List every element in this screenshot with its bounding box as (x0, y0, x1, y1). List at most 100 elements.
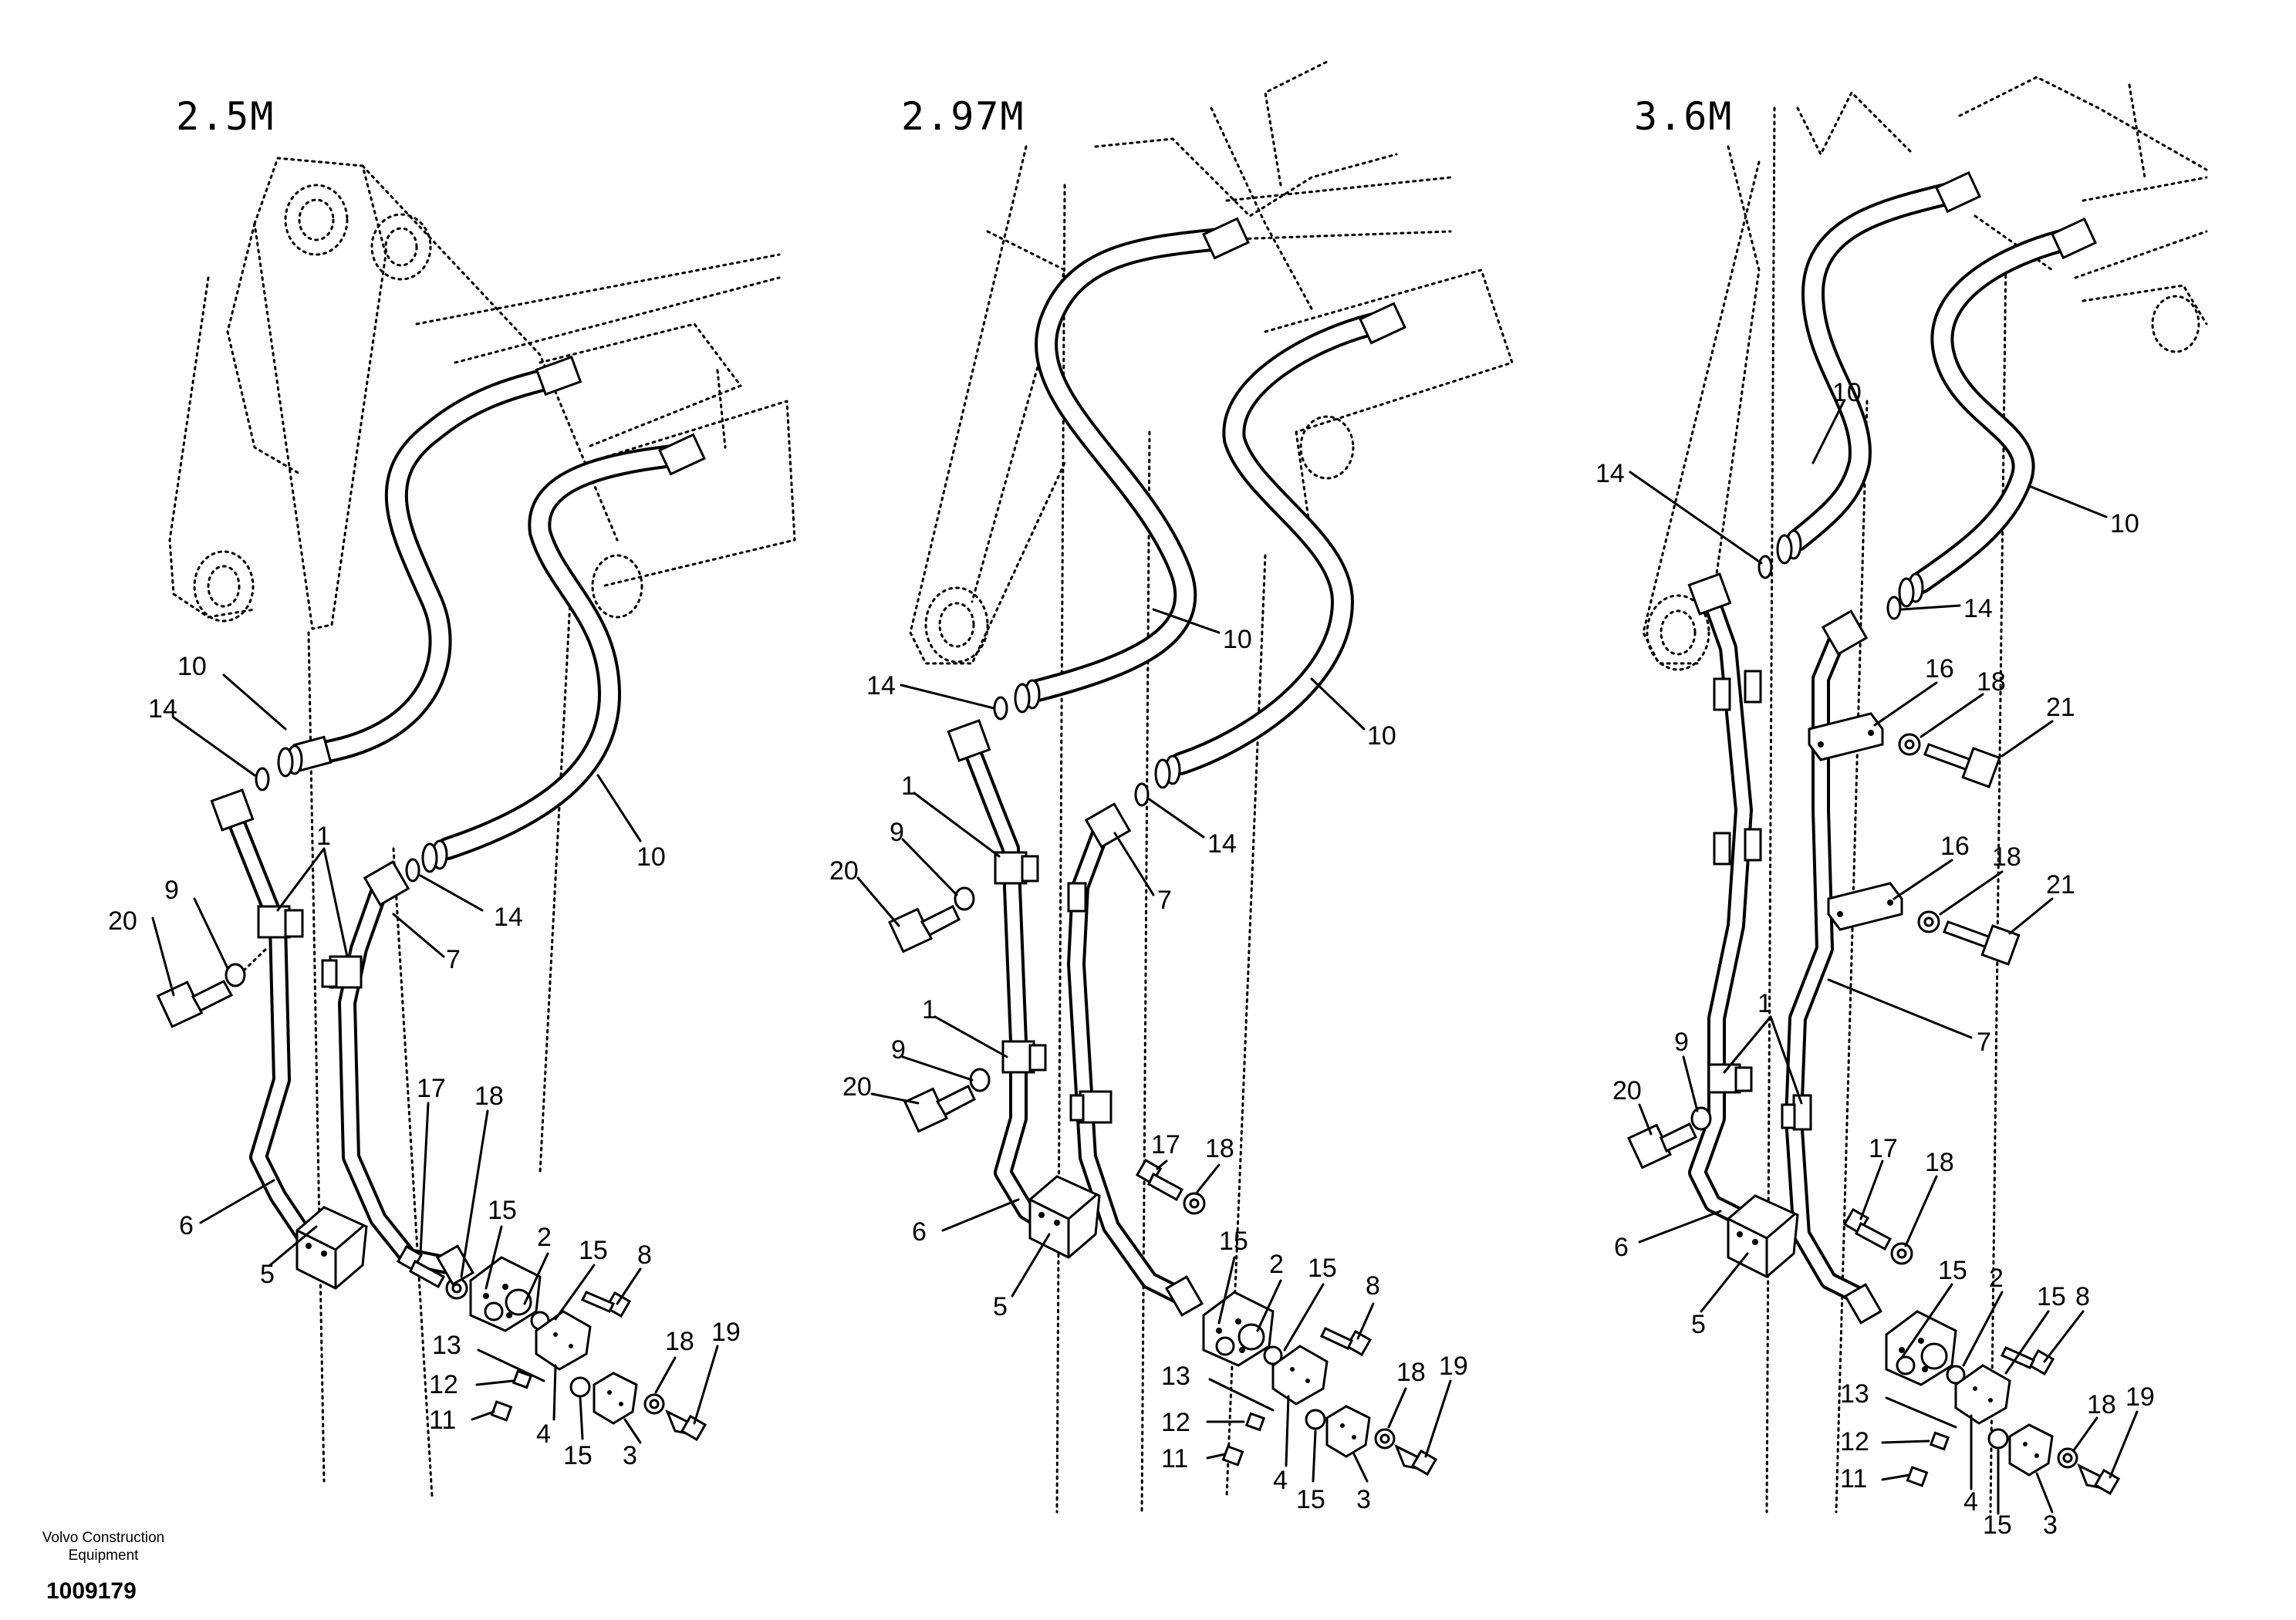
part-label: 20 (108, 906, 137, 936)
part-label: 20 (842, 1072, 872, 1102)
part-label: 15 (1308, 1254, 1337, 1283)
part-label: 4 (536, 1419, 551, 1449)
washer-9 (225, 963, 246, 987)
pipe-6 (210, 788, 318, 1251)
part-label: 3 (623, 1441, 637, 1470)
clamp-block-16 (1827, 882, 1903, 931)
part-label: 4 (1273, 1466, 1288, 1495)
part-label: 13 (1161, 1362, 1190, 1391)
part-label: 2 (1269, 1250, 1284, 1279)
part-label: 5 (993, 1292, 1008, 1321)
part-label: 15 (488, 1196, 517, 1225)
pipe-7 (338, 860, 457, 1274)
panel-2-5m: 2.5M (108, 94, 796, 1498)
clamp (1713, 832, 1731, 866)
part-label: 1 (901, 771, 916, 801)
part-label: 12 (1161, 1408, 1190, 1437)
part-label: 15 (563, 1441, 593, 1470)
part-label: 10 (1223, 625, 1252, 654)
clamp-half (1734, 1066, 1753, 1092)
hose-10-upper (277, 355, 582, 778)
part-label: 7 (1157, 886, 1172, 915)
part-label: 10 (1832, 378, 1862, 407)
part-label: 18 (1992, 842, 2021, 872)
bolt-21 (1943, 920, 2021, 966)
part-label: 13 (1840, 1379, 1869, 1409)
clamp (1067, 882, 1087, 913)
clamp (1792, 1094, 1812, 1131)
clamp (1744, 828, 1762, 862)
hose-10-upper (1014, 217, 1250, 714)
clamp-half (1028, 1044, 1047, 1072)
part-label: 16 (1940, 832, 1970, 861)
part-label: 19 (711, 1318, 741, 1347)
bolt-17 (1842, 1207, 1893, 1251)
company-name-line-1: Volvo Construction (42, 1530, 165, 1546)
flange-assembly (435, 1244, 707, 1442)
part-label: 10 (1367, 721, 1396, 751)
flange-assembly (1843, 1283, 2121, 1496)
part-label: 8 (2075, 1282, 2090, 1311)
part-label: 7 (446, 945, 461, 974)
part-label: 8 (637, 1240, 652, 1270)
clamp (1744, 670, 1762, 704)
part-label: 10 (2110, 509, 2139, 538)
part-label: 4 (1963, 1487, 1978, 1517)
part-label: 17 (417, 1074, 446, 1103)
part-label: 8 (1366, 1271, 1380, 1301)
part-label: 18 (474, 1082, 504, 1111)
part-label: 18 (1977, 667, 2006, 697)
part-label: 15 (2037, 1282, 2066, 1311)
clamp-half (284, 909, 304, 938)
part-label: 19 (1439, 1352, 1468, 1381)
block-5 (295, 1206, 368, 1290)
leader-lines (151, 673, 719, 1444)
clamp-block-16 (1808, 712, 1884, 761)
part-label: 9 (164, 876, 179, 905)
part-label: 18 (2087, 1390, 2116, 1419)
o-ring-seal (993, 696, 1008, 721)
part-label: 10 (636, 842, 666, 872)
part-label: 9 (891, 1035, 906, 1065)
part-label: 1 (922, 995, 937, 1024)
company-name-line-2: Equipment (68, 1547, 139, 1564)
part-label: 9 (1674, 1028, 1689, 1057)
pipe-6 (1687, 572, 1761, 1232)
pipe-7 (1784, 609, 1869, 1305)
part-label: 6 (179, 1211, 194, 1240)
part-label: 20 (1612, 1076, 1642, 1105)
bolt-17 (1135, 1158, 1184, 1202)
part-label: 2 (537, 1223, 552, 1252)
part-label: 7 (1977, 1028, 1991, 1057)
clamp-half (1781, 1103, 1796, 1129)
panel-2-97m: 2.97M (829, 60, 1514, 1514)
boom-outline (168, 157, 796, 1498)
part-label: 15 (1938, 1256, 1967, 1285)
part-label: 14 (148, 694, 177, 724)
hose-10-lower (1154, 302, 1406, 789)
part-label: 18 (1925, 1148, 1954, 1177)
part-label: 6 (1614, 1233, 1629, 1262)
footer: Volvo Construction Equipment 1009179 (19, 1529, 188, 1605)
bolt-20 (903, 1084, 976, 1133)
part-label: 11 (429, 1406, 456, 1435)
part-label: 15 (1219, 1227, 1248, 1256)
hose-10-left (1776, 170, 1982, 565)
part-label: 14 (1207, 829, 1237, 859)
part-label: 5 (260, 1260, 275, 1289)
part-label: 1 (1757, 989, 1772, 1018)
part-label: 21 (2046, 870, 2075, 899)
panel-title: 2.5M (176, 94, 275, 139)
part-label: 18 (1396, 1358, 1426, 1387)
part-label: 5 (1691, 1310, 1706, 1339)
bolt-20 (156, 980, 234, 1028)
part-label: 14 (866, 671, 896, 700)
part-label: 15 (1983, 1510, 2012, 1540)
o-ring-seal (1886, 596, 1902, 620)
bolt-20 (888, 904, 961, 953)
part-label: 12 (1840, 1427, 1869, 1456)
bolt-20 (1627, 1122, 1697, 1169)
part-label: 14 (1595, 459, 1625, 488)
part-label: 11 (1840, 1464, 1867, 1493)
